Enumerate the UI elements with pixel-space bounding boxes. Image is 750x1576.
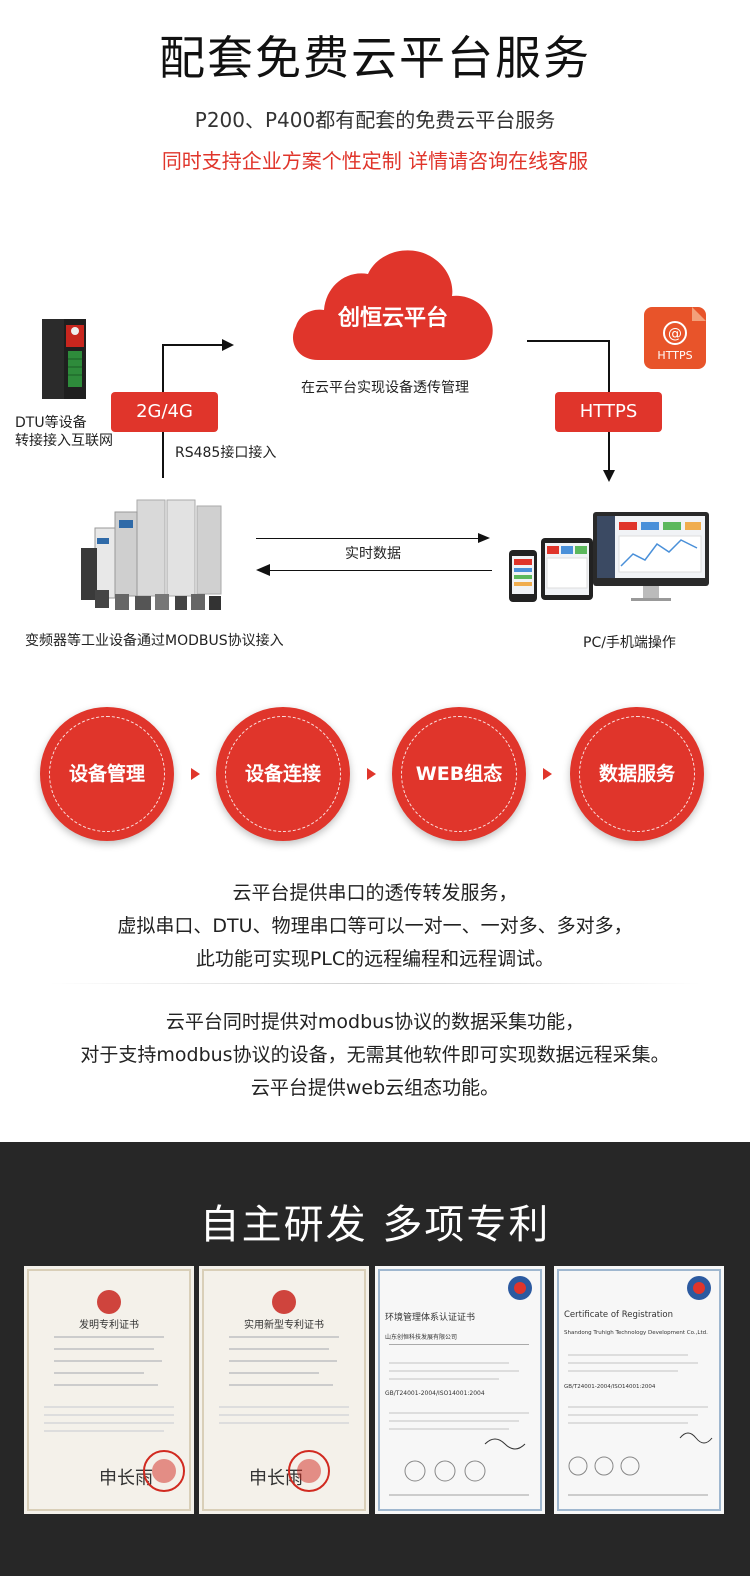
utility-patent-certificate: 申长雨 实用新型专利证书 [199,1266,369,1514]
rs485-label: RS485接口接入 [175,445,277,461]
cert-standard: GB/T24001-2004/ISO14001:2004 [385,1390,485,1397]
cert-title: 环境管理体系认证证书 [385,1313,476,1323]
cloud-icon [292,250,493,360]
dtu-label: DTU等设备 转接接入互联网 [15,415,113,449]
arrow-right-icon [191,768,200,780]
page-subtitle: P200、P400都有配套的免费云平台服务 [194,108,556,132]
cert-company: Shandong Truhigh Technology Development … [564,1330,708,1336]
cloud-caption: 在云平台实现设备透传管理 [301,380,469,396]
connector-line [256,538,478,539]
connector-line [527,340,610,342]
divider [50,983,700,984]
realtime-label: 实时数据 [345,546,401,562]
connector-line [270,570,492,571]
network-badge: 2G/4G [111,392,218,432]
patent-section-title: 自主研发 多项专利 [199,1202,551,1248]
arrow-right-icon [367,768,376,780]
https-icon-text: HTTPS [657,349,693,362]
arrow-down-icon [603,470,615,482]
cert-title: 发明专利证书 [79,1320,139,1331]
cert-title: Certificate of Registration [564,1310,674,1320]
devices-image [507,510,712,608]
arrow-right-icon [478,533,490,543]
arrow-left-icon [256,564,270,576]
feature-web-config: WEB组态 [392,707,526,841]
paragraph-transparent-transmission: 云平台提供串口的透传转发服务， 虚拟串口、DTU、物理串口等可以一对一、一对多、… [117,882,633,970]
cert-title: 实用新型专利证书 [244,1320,324,1331]
svg-text:申长雨: 申长雨 [99,1468,153,1489]
arrow-right-icon [222,339,234,351]
patent-certificate: 申长雨 发明专利证书 [24,1266,194,1514]
https-badge: HTTPS [555,392,662,432]
connector-line [162,344,222,346]
feature-data-service: 数据服务 [570,707,704,841]
feature-device-management: 设备管理 [40,707,174,841]
page-subtitle-red: 同时支持企业方案个性定制 详情请咨询在线客服 [161,149,589,173]
svg-text:@: @ [668,326,682,342]
registration-certificate: Certificate of Registration Shandong Tru… [554,1266,724,1514]
vfd-equipment-image [75,498,225,616]
environment-certificate: 环境管理体系认证证书 山东创恒科技发展有限公司 GB/T24001-2004/I… [375,1266,545,1514]
dtu-device-image [38,315,90,403]
https-icon: @ HTTPS [642,305,708,371]
cert-company: 山东创恒科技发展有限公司 [385,1334,458,1341]
page-title: 配套免费云平台服务 [159,31,591,85]
cloud-platform: 创恒云平台 [288,240,498,370]
paragraph-modbus: 云平台同时提供对modbus协议的数据采集功能， 对于支持modbus协议的设备… [80,1011,670,1099]
pc-label: PC/手机端操作 [583,635,676,651]
vfd-label: 变频器等工业设备通过MODBUS协议接入 [25,633,284,649]
arrow-right-icon [543,768,552,780]
cloud-label: 创恒云平台 [337,306,448,331]
feature-device-connection: 设备连接 [216,707,350,841]
cert-standard: GB/T24001-2004/ISO14001:2004 [564,1384,656,1390]
